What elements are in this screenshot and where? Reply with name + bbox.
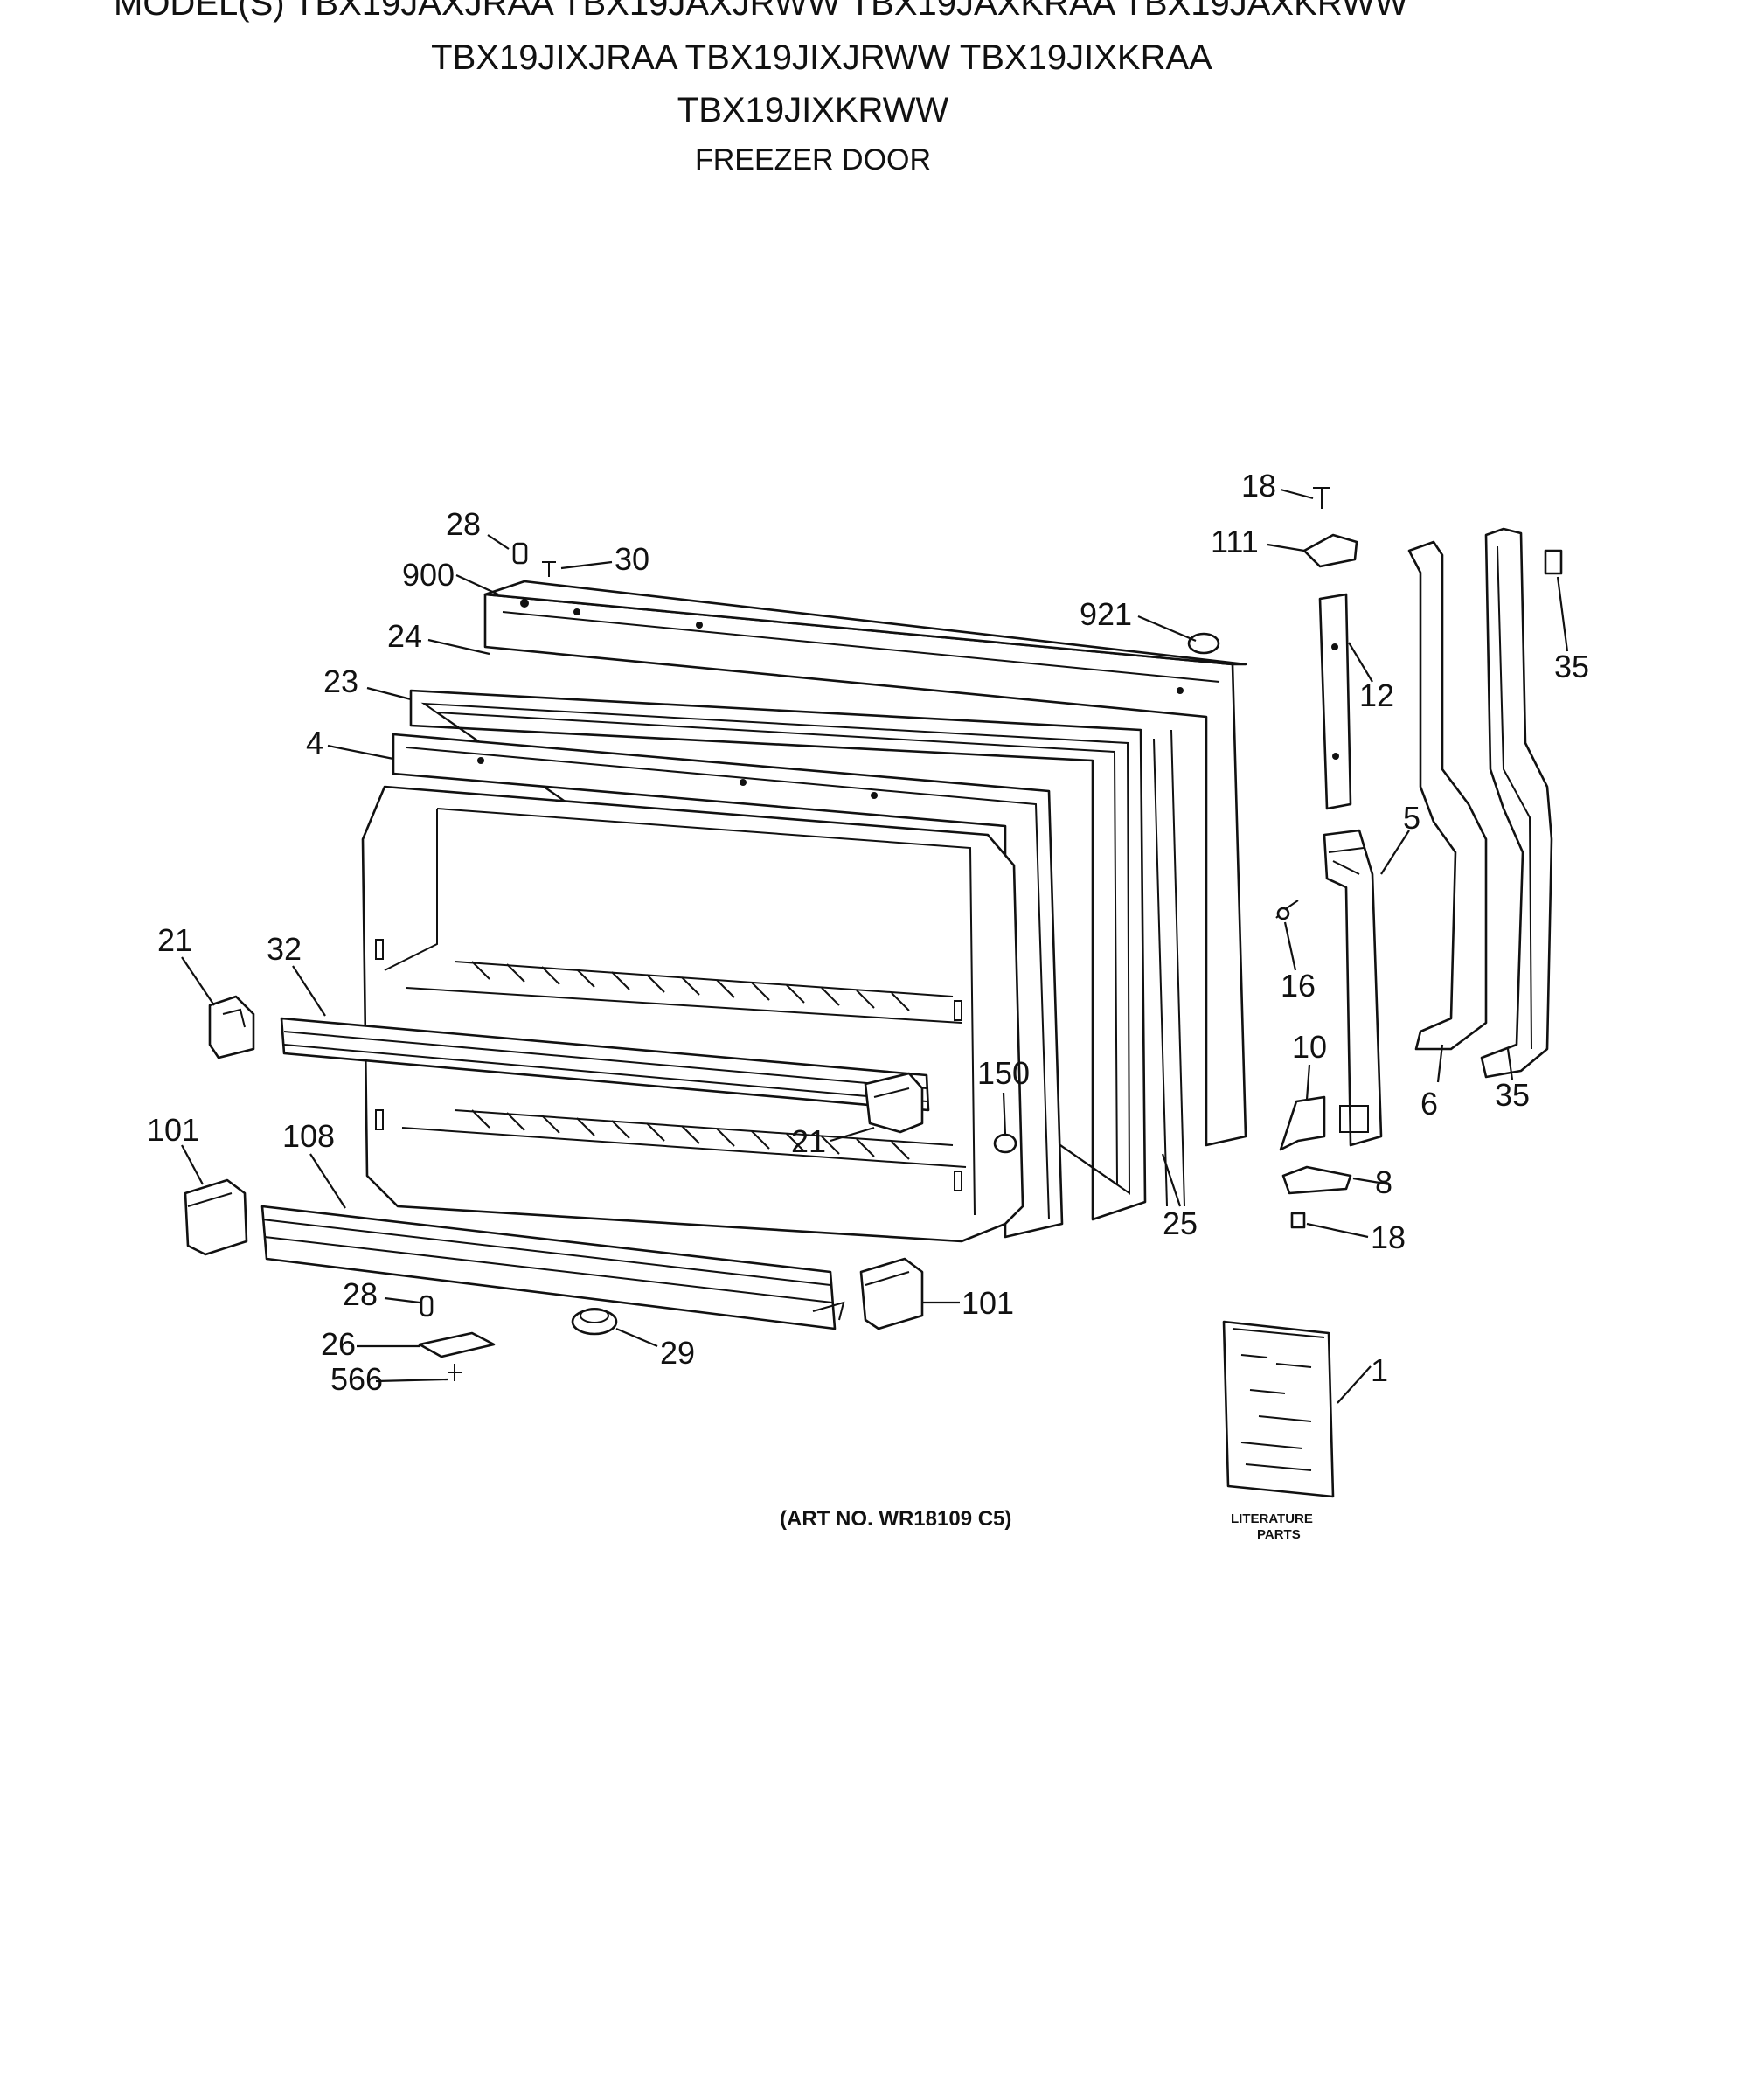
- screw-150: [993, 1133, 1017, 1154]
- shelf-end-cap-101-right: [859, 1257, 924, 1330]
- callout-10: 10: [1292, 1029, 1327, 1065]
- callout-150: 150: [977, 1055, 1030, 1091]
- callout-23: 23: [323, 663, 358, 699]
- screw-28-top: [512, 542, 528, 565]
- plate-26: [418, 1331, 496, 1358]
- callout-6: 6: [1420, 1086, 1438, 1122]
- callout-12: 12: [1359, 677, 1394, 713]
- callout-921: 921: [1080, 596, 1132, 632]
- screw-16: [1275, 900, 1299, 920]
- callout-8: 8: [1375, 1164, 1392, 1200]
- plug-921: [1187, 632, 1220, 655]
- callout-4: 4: [306, 725, 323, 761]
- callout-900: 900: [402, 557, 455, 593]
- foot-29: [571, 1308, 618, 1336]
- callout-26: 26: [321, 1326, 356, 1362]
- plate-8: [1281, 1165, 1352, 1195]
- plate-35-top: [1544, 549, 1563, 575]
- callout-25: 25: [1163, 1205, 1198, 1241]
- callout-108: 108: [282, 1118, 335, 1154]
- callout-35-bottom: 35: [1495, 1077, 1530, 1113]
- hinge-cap-111: [1302, 533, 1358, 568]
- literature-booklet: [1222, 1320, 1335, 1498]
- screw-18-top: [1313, 487, 1330, 509]
- callout-101-left: 101: [147, 1112, 199, 1148]
- callout-24: 24: [387, 618, 422, 654]
- outer-door-panel: [483, 580, 1247, 1147]
- shelf-end-cap-21-left: [208, 995, 255, 1059]
- door-handle-6: [1407, 540, 1488, 1051]
- door-liner-frame: [392, 733, 1064, 1239]
- model-numbers-line-2: TBX19JIXJRAA TBX19JIXJRWW TBX19JIXKRAA: [431, 38, 1212, 77]
- shelf-end-cap-21-right: [864, 1072, 924, 1134]
- screw-30: [542, 561, 556, 577]
- callout-16: 16: [1281, 968, 1316, 1004]
- callout-566: 566: [330, 1361, 383, 1397]
- callout-30: 30: [615, 541, 649, 577]
- screw-18-bottom: [1290, 1212, 1306, 1229]
- callout-32: 32: [267, 931, 302, 967]
- callout-29: 29: [660, 1335, 695, 1371]
- callout-111: 111: [1211, 524, 1259, 559]
- literature-label-1: LITERATURE: [1231, 1511, 1313, 1526]
- callout-18-bottom: 18: [1371, 1219, 1406, 1255]
- callout-28-bottom: 28: [343, 1276, 378, 1312]
- callout-18-top: 18: [1241, 468, 1276, 504]
- shelf-bar-32: [280, 1017, 930, 1112]
- callout-5: 5: [1403, 800, 1420, 836]
- shelf-end-cap-101-left: [184, 1178, 248, 1256]
- door-handle-35: [1480, 527, 1553, 1079]
- hinge-bar-12: [1318, 593, 1352, 810]
- art-number: (ART NO. WR18109 C5): [780, 1507, 1011, 1531]
- callout-35-top: 35: [1554, 649, 1589, 684]
- leader-lines: [181, 488, 1569, 1404]
- screw-28-bottom: [420, 1295, 434, 1317]
- callout-101-right: 101: [962, 1285, 1014, 1321]
- callout-21-mid: 21: [791, 1123, 826, 1159]
- hinge-bracket-5: [1323, 829, 1383, 1147]
- callout-21-left: 21: [157, 922, 192, 958]
- callout-1: 1: [1371, 1352, 1388, 1388]
- model-numbers-line-3: TBX19JIXKRWW: [677, 91, 949, 129]
- literature-label-2: PARTS: [1257, 1527, 1301, 1542]
- shelf-bar-108: [260, 1205, 845, 1330]
- model-numbers-line-1: MODEL(S) TBX19JAXJRAA TBX19JAXJRWW TBX19…: [114, 0, 1408, 23]
- bracket-10: [1279, 1095, 1326, 1151]
- door-inner-liner: [361, 785, 1024, 1243]
- callout-28-top: 28: [446, 506, 481, 542]
- section-title: FREEZER DOOR: [694, 143, 932, 177]
- screw-566: [448, 1364, 462, 1381]
